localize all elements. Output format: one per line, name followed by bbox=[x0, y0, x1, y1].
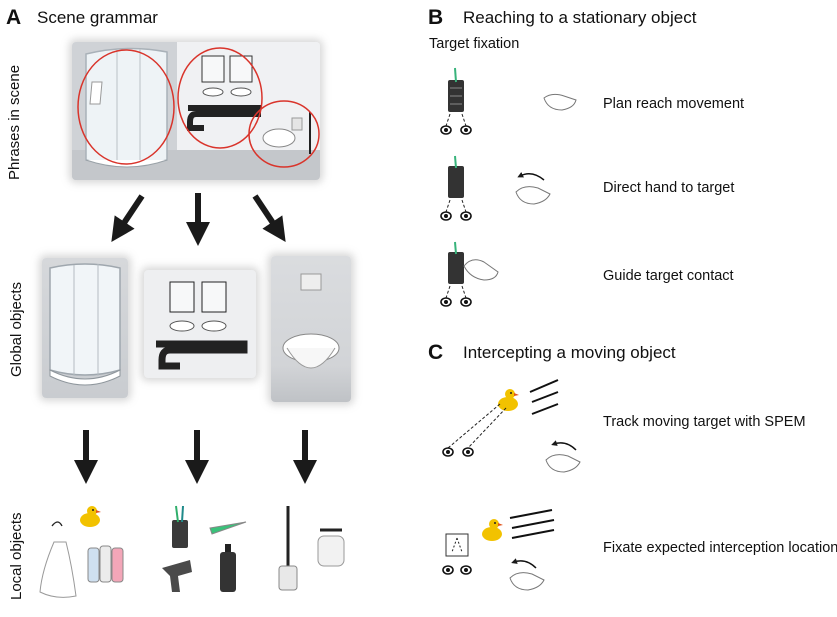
arrow-to-shower bbox=[111, 194, 145, 242]
panel-b-subtitle: Target fixation bbox=[429, 36, 520, 52]
toilet-drawing bbox=[282, 273, 340, 369]
toilet-paper-icon bbox=[317, 528, 345, 567]
step-plan-illustration bbox=[440, 67, 577, 135]
speed-lines bbox=[529, 379, 559, 415]
panel-b-title: Reaching to a stationary object bbox=[463, 8, 697, 27]
panel-a-letter: A bbox=[6, 6, 22, 29]
local-objects-shower bbox=[39, 506, 124, 598]
toilet-brush-icon bbox=[278, 506, 298, 591]
motion-arrow-icon bbox=[551, 440, 577, 451]
global-object-toilet bbox=[271, 256, 351, 402]
step-fixate-illustration bbox=[442, 509, 555, 591]
duck-icon bbox=[80, 506, 101, 527]
step-track-label: Track moving target with SPEM bbox=[603, 414, 806, 430]
target-cup-icon bbox=[448, 252, 464, 284]
eyes-icon bbox=[442, 447, 474, 457]
hand-icon bbox=[509, 572, 545, 591]
motion-arrow-icon bbox=[511, 558, 537, 569]
eyes-icon bbox=[440, 297, 472, 307]
panel-c-title: Intercepting a moving object bbox=[463, 343, 676, 362]
hand-icon bbox=[543, 93, 577, 111]
towel-icon bbox=[39, 521, 77, 598]
speed-lines bbox=[509, 509, 555, 539]
step-direct-label: Direct hand to target bbox=[603, 180, 735, 196]
sink-drawing bbox=[156, 281, 248, 370]
step-guide-illustration bbox=[440, 241, 499, 307]
step-track-illustration bbox=[442, 379, 581, 473]
interception-box bbox=[445, 533, 469, 557]
panel-b-letter: B bbox=[428, 6, 444, 29]
step-guide-label: Guide target contact bbox=[603, 268, 734, 284]
toothpaste-icon bbox=[209, 521, 247, 535]
duck-icon bbox=[498, 389, 519, 411]
panel-c-letter: C bbox=[428, 341, 444, 364]
step-direct-illustration bbox=[440, 155, 551, 221]
step-fixate-label: Fixate expected interception location bbox=[603, 540, 837, 556]
local-objects-toilet bbox=[278, 506, 345, 591]
target-cup-icon bbox=[448, 166, 464, 198]
shower-drawing bbox=[49, 263, 121, 386]
panel-a-title: Scene grammar bbox=[37, 8, 158, 27]
local-objects-sink bbox=[162, 505, 247, 592]
global-object-shower bbox=[42, 258, 128, 398]
bathroom-scene-image bbox=[72, 42, 320, 180]
hand-icon bbox=[515, 186, 551, 205]
toothbrush-cup-icon bbox=[172, 505, 188, 548]
bottles-icon bbox=[87, 545, 124, 583]
soap-dispenser-icon bbox=[220, 544, 236, 592]
bathroom-scene-drawing bbox=[72, 42, 320, 180]
duck-icon bbox=[482, 519, 503, 541]
target-cup-icon bbox=[448, 67, 464, 112]
eyes-icon bbox=[440, 125, 472, 135]
motion-arrow-icon bbox=[517, 171, 545, 181]
hand-icon bbox=[463, 259, 499, 281]
hairdryer-icon bbox=[162, 560, 192, 592]
hand-icon bbox=[545, 454, 581, 473]
eyes-icon bbox=[440, 211, 472, 221]
global-object-sink bbox=[144, 270, 256, 378]
step-plan-label: Plan reach movement bbox=[603, 96, 745, 112]
arrow-to-toilet bbox=[252, 194, 286, 242]
eyes-icon bbox=[442, 565, 472, 575]
